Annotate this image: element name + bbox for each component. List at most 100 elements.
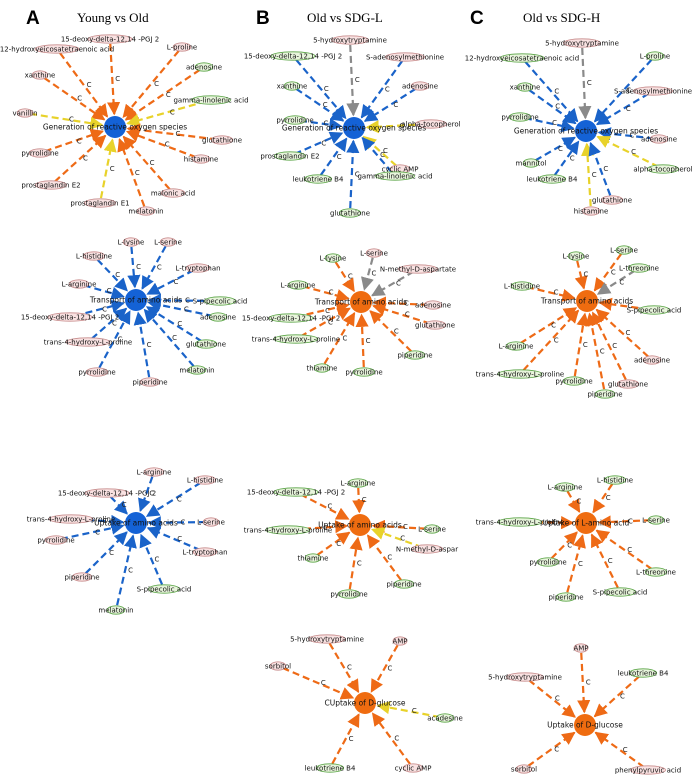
edge-line xyxy=(44,128,104,153)
edge-label: C xyxy=(383,147,388,155)
edge-line xyxy=(595,529,653,571)
edge-label: C xyxy=(184,305,189,313)
metabolite-node xyxy=(273,487,319,497)
panel-label: B xyxy=(256,8,270,29)
edge-line xyxy=(580,142,595,207)
metabolite-label: malonic acid xyxy=(151,189,195,197)
metabolite-label: leukotriene B4 xyxy=(293,175,344,183)
metabolite-node xyxy=(273,334,319,344)
edge-line xyxy=(588,141,612,196)
edge-label: C xyxy=(552,518,557,526)
edge-label: C xyxy=(578,560,583,568)
edge-label: C xyxy=(112,320,117,328)
metabolite-label: 15-deoxy-delta-12,14 -PGJ 2 xyxy=(242,314,340,322)
metabolite-node xyxy=(630,765,666,775)
function-circle xyxy=(575,512,597,534)
metabolite-label: glutathione xyxy=(592,196,632,204)
edge-label: C xyxy=(555,695,560,703)
edge-label: C xyxy=(136,263,141,271)
metabolite-label: piperidine xyxy=(132,378,167,386)
metabolite-node xyxy=(563,38,601,48)
metabolite-label: trans-4-hydroxy-L-proline xyxy=(44,338,132,346)
metabolite-label: melatonin xyxy=(128,207,163,215)
function-label: CUptake of D-glucose xyxy=(324,699,405,708)
edge-label: C xyxy=(69,115,74,123)
edge-line xyxy=(116,534,137,606)
metabolite-node xyxy=(28,148,52,158)
metabolite-label: gamma-linolenic acid xyxy=(357,172,432,180)
edge-line xyxy=(282,666,355,700)
function-circle xyxy=(104,116,126,138)
metabolite-label: L-arginine xyxy=(341,479,376,487)
edge-line xyxy=(360,60,403,119)
node-group: 5-hydroxytryptamine15-deoxy-delta-12,14 … xyxy=(244,35,461,218)
metabolite-node xyxy=(139,377,161,387)
edge-label: C xyxy=(380,151,385,159)
edge-line xyxy=(577,652,591,714)
metabolite-label: leukotriene B4 xyxy=(618,669,669,677)
edge-label: C xyxy=(327,503,332,511)
function-label: Transport of amino acids xyxy=(314,298,407,307)
edge-line xyxy=(597,127,655,141)
metabolite-label: S-pipecolic acid xyxy=(137,585,192,593)
metabolite-node xyxy=(633,86,673,96)
edge-label: C xyxy=(627,546,632,554)
metabolite-label: L-histidine xyxy=(597,476,633,484)
edge-label: C xyxy=(623,746,628,754)
metabolite-node xyxy=(581,206,601,216)
metabolite-label: pyrrolidine xyxy=(78,368,115,376)
metabolite-node xyxy=(71,572,93,582)
edge-label: C xyxy=(87,81,92,89)
metabolite-node xyxy=(627,263,651,273)
metabolite-label: acadesine xyxy=(427,714,463,722)
metabolite-label: L-lysine xyxy=(118,238,145,246)
metabolite-node xyxy=(603,587,637,597)
edge-line xyxy=(43,76,106,121)
edge-label: C xyxy=(628,517,633,525)
metabolite-node xyxy=(423,300,443,310)
edge-line xyxy=(127,246,141,289)
metabolite-node xyxy=(516,82,534,92)
edge-label: C xyxy=(165,140,170,148)
edge-label: C xyxy=(619,278,624,286)
metabolite-node xyxy=(505,341,527,351)
metabolite-node xyxy=(410,81,430,91)
edge-line xyxy=(319,137,348,176)
panel-header-b: B Old vs SDG-L xyxy=(256,8,383,29)
center-function-node: Uptake of L-amino acid xyxy=(543,512,629,534)
metabolite-label: pyrrolidine xyxy=(555,377,592,385)
edge-line xyxy=(334,261,355,293)
edge-label: C xyxy=(77,95,82,103)
edge-line xyxy=(593,58,653,123)
metabolite-node xyxy=(193,475,217,485)
edge-line xyxy=(143,308,195,367)
edge-line xyxy=(591,311,627,381)
metabolite-node xyxy=(600,195,624,205)
edge-line xyxy=(522,309,580,372)
edge-line xyxy=(122,135,171,190)
center-function-node: CUptake of D-glucose xyxy=(324,692,406,714)
metabolite-label: 15-deoxy-delta-12,14 -PGJ 2 xyxy=(58,489,156,497)
metabolite-node xyxy=(106,605,126,615)
edge-line xyxy=(363,87,417,122)
metabolite-node xyxy=(392,636,408,646)
edge-label: C xyxy=(95,528,100,536)
metabolite-node xyxy=(324,253,342,263)
edge-line xyxy=(146,526,201,552)
metabolite-label: L-arginine xyxy=(499,342,534,350)
metabolite-label: piperidine xyxy=(397,351,432,359)
metabolite-node xyxy=(497,517,543,527)
edge-label: C xyxy=(324,85,329,93)
edge-label: C xyxy=(154,80,159,88)
metabolite-label: L-lysine xyxy=(320,254,347,262)
metabolite-node xyxy=(34,44,80,54)
